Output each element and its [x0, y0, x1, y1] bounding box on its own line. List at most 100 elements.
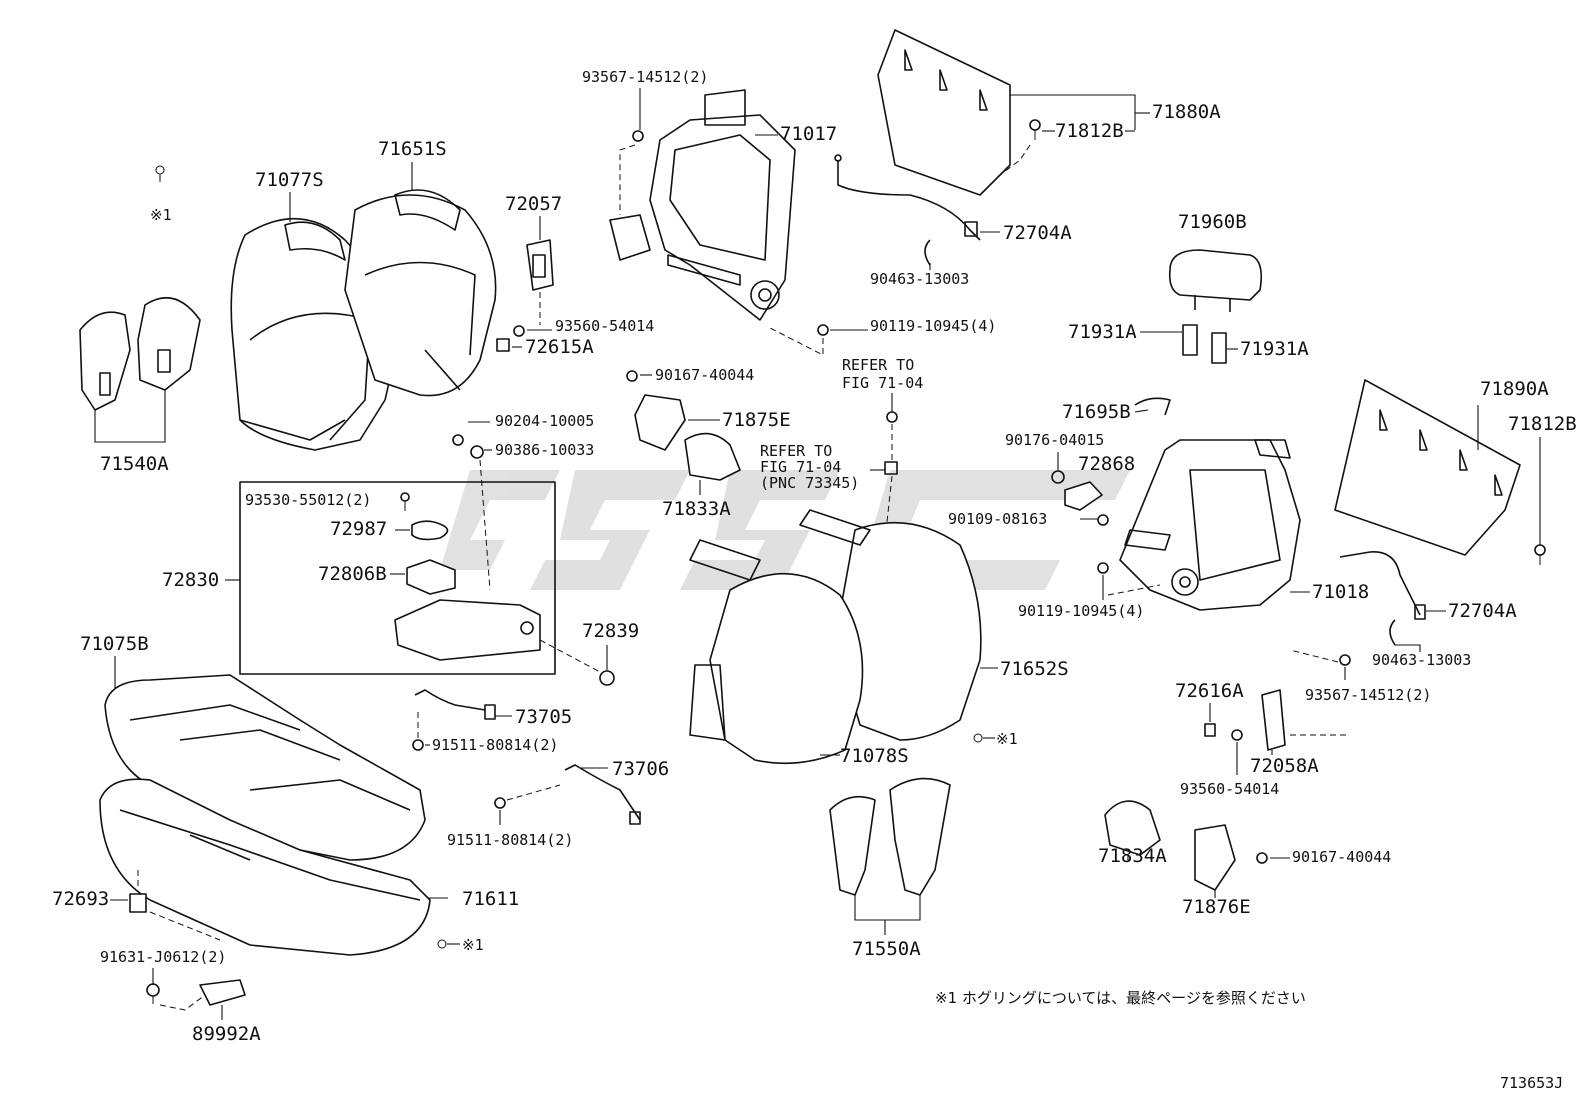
bracket-72058a [1261, 689, 1286, 751]
headrest-71960b [1168, 249, 1263, 312]
label-90204-10005: 90204-10005 [495, 412, 594, 430]
seatback-pad-71651s [344, 189, 497, 397]
bracket-icon [884, 461, 898, 475]
label-73705: 73705 [515, 706, 572, 728]
label-71540a: 71540A [100, 453, 169, 475]
cable-73705 [414, 689, 496, 720]
cable-72704a [834, 154, 981, 241]
cover-71876e [1194, 824, 1236, 891]
clip-icon [1534, 544, 1546, 565]
label-72830: 72830 [162, 569, 219, 591]
label-90119-10945-b: 90119-10945(4) [1018, 602, 1144, 620]
label-91511-80814-a: 91511-80814(2) [432, 736, 558, 754]
label-71833a: 71833A [662, 498, 731, 520]
label-72868: 72868 [1078, 453, 1135, 475]
label-71876e: 71876E [1182, 896, 1251, 918]
label-72806b: 72806B [318, 563, 387, 585]
armrest-72830 [394, 599, 541, 661]
nut-icon [470, 445, 484, 459]
label-71018: 71018 [1312, 581, 1369, 603]
hog-ring-mark-3: ※1 [462, 936, 484, 954]
label-72693: 72693 [52, 888, 109, 910]
label-93567-14512-b: 93567-14512(2) [1305, 686, 1431, 704]
cable-73706 [564, 764, 641, 825]
label-93567-14512-a: 93567-14512(2) [582, 68, 708, 86]
cover-71833a [684, 432, 741, 481]
bracket-72868 [1064, 481, 1103, 511]
label-93530-55012: 93530-55012(2) [245, 491, 371, 509]
bracket-72057 [526, 239, 554, 291]
label-72839: 72839 [582, 620, 639, 642]
label-91511-80814-b: 91511-80814(2) [447, 831, 573, 849]
clip-90463-b [1389, 619, 1396, 646]
bolt-icon [817, 324, 829, 336]
label-71931a-b: 71931A [1240, 338, 1309, 360]
label-90109-08163: 90109-08163 [948, 510, 1047, 528]
footnote: ※1 ホグリングについては、最終ページを参照ください [935, 989, 1306, 1007]
cup-holder-72806b [406, 559, 456, 595]
label-71611: 71611 [462, 888, 519, 910]
label-72057: 72057 [505, 193, 562, 215]
label-91631-j0612: 91631-J0612(2) [100, 948, 226, 966]
hog-ring-mark-2: ※1 [996, 730, 1018, 748]
refer-note-2-line3: (PNC 73345) [760, 474, 859, 492]
cable-72704a-b [1339, 551, 1426, 620]
label-71890a: 71890A [1480, 378, 1549, 400]
nut-icon [599, 670, 615, 686]
seatback-cover-71078s [689, 539, 864, 765]
bolt-icon [1097, 514, 1109, 526]
bolt-icon [1256, 852, 1268, 864]
label-93560-54014-b: 93560-54014 [1180, 780, 1279, 798]
label-71695b: 71695B [1062, 401, 1131, 423]
hog-ring-icon [155, 165, 165, 182]
side-cover-71540a [79, 296, 201, 411]
refer-note-2-line2: FIG 71-04 [760, 458, 841, 476]
label-72616a: 72616A [1175, 680, 1244, 702]
side-cover-71550a [829, 777, 951, 896]
label-71880a: 71880A [1152, 101, 1221, 123]
label-90167-40044-a: 90167-40044 [655, 366, 754, 384]
back-board-71890a [1334, 379, 1521, 556]
bolt-icon [632, 130, 644, 142]
label-71812b-b: 71812B [1508, 413, 1577, 435]
label-90386-10033: 90386-10033 [495, 441, 594, 459]
label-71651s: 71651S [378, 138, 447, 160]
label-71078s: 71078S [840, 745, 909, 767]
bolt-icon [1231, 729, 1243, 741]
label-72615a: 72615A [525, 336, 594, 358]
label-90119-10945-a: 90119-10945(4) [870, 317, 996, 335]
back-board-71880a [877, 29, 1011, 196]
label-71652s: 71652S [1000, 658, 1069, 680]
cover-71875e [634, 394, 686, 451]
armrest-group-box [239, 481, 556, 675]
pad-89992a [199, 979, 246, 1006]
label-71960b: 71960B [1178, 211, 1247, 233]
pad-72987 [411, 520, 449, 541]
clip-72693 [129, 893, 147, 913]
bolt-icon [886, 411, 898, 423]
label-90463-13003-a: 90463-13003 [870, 270, 969, 288]
label-90167-40044-b: 90167-40044 [1292, 848, 1391, 866]
label-89992a: 89992A [192, 1023, 261, 1045]
screw-icon [400, 492, 410, 511]
label-90176-04015: 90176-04015 [1005, 431, 1104, 449]
label-73706: 73706 [612, 758, 669, 780]
bolt-icon [412, 739, 424, 751]
refer-note-2-line1: REFER TO [760, 442, 832, 460]
label-72704a-a: 72704A [1003, 222, 1072, 244]
bolt-icon [1097, 562, 1109, 574]
diagram-code: 713653J [1500, 1074, 1563, 1092]
bolt-icon [1339, 654, 1351, 666]
seatback-frame-71018 [1119, 439, 1301, 611]
label-72058a: 72058A [1250, 755, 1319, 777]
bolt-icon [513, 325, 525, 337]
label-72704a-b: 72704A [1448, 600, 1517, 622]
bolt-icon [494, 797, 506, 809]
hog-ring-icon [437, 939, 447, 949]
clip-90463 [924, 239, 931, 266]
seatback-frame-71017 [609, 89, 796, 321]
refer-note-1-line2: FIG 71-04 [842, 374, 923, 392]
clip-icon [1029, 119, 1041, 140]
label-90463-13003-b: 90463-13003 [1372, 651, 1471, 669]
